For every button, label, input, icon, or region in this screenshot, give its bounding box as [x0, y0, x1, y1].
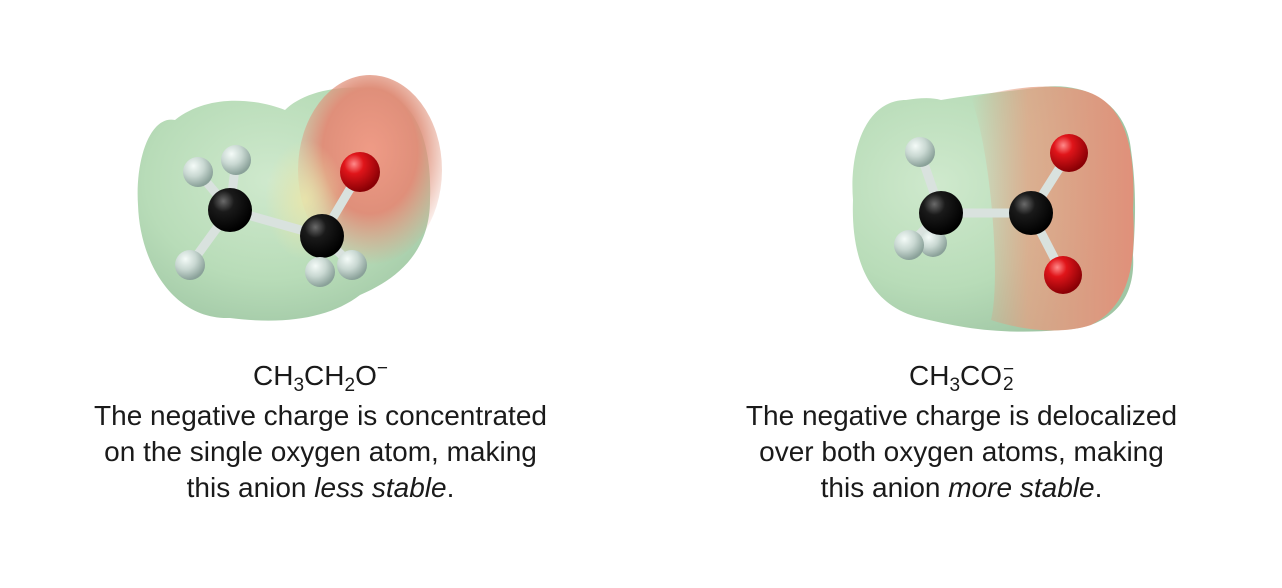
carbon-atom	[208, 188, 252, 232]
caption-line: over both oxygen atoms, making	[759, 436, 1164, 467]
oxygen-atom	[1044, 256, 1082, 294]
hydrogen-atom	[175, 250, 205, 280]
hydrogen-atom	[905, 137, 935, 167]
hydrogen-atom	[894, 230, 924, 260]
ethoxide-caption: The negative charge is concentrated on t…	[0, 398, 641, 506]
caption-line: this anion less stable.	[186, 472, 455, 503]
oxygen-atom	[340, 152, 380, 192]
hydrogen-atom	[221, 145, 251, 175]
acetate-caption: The negative charge is delocalized over …	[641, 398, 1282, 506]
caption-line: on the single oxygen atom, making	[104, 436, 537, 467]
carbon-atom	[1009, 191, 1053, 235]
hydrogen-atom	[183, 157, 213, 187]
caption-line: The negative charge is delocalized	[745, 400, 1178, 431]
acetate-panel: CH3CO−2 The negative charge is delocaliz…	[641, 0, 1282, 588]
carbon-atom	[919, 191, 963, 235]
ethoxide-panel: CH3CH2O− The negative charge is concentr…	[0, 75, 641, 506]
caption-line: this anion more stable.	[820, 472, 1103, 503]
hydrogen-atom	[337, 250, 367, 280]
carbon-atom	[300, 214, 344, 258]
oxygen-atom	[1050, 134, 1088, 172]
hydrogen-atom	[305, 257, 335, 287]
hydrogen-atom	[919, 229, 947, 257]
acetate-formula: CH3CO−2	[908, 359, 1015, 396]
ethoxide-formula: CH3CH2O−	[253, 358, 388, 396]
acetate-electrostatic-potential-map	[852, 86, 1136, 332]
ethoxide-electrostatic-potential-map	[137, 75, 442, 321]
caption-line: The negative charge is concentrated	[94, 400, 547, 431]
